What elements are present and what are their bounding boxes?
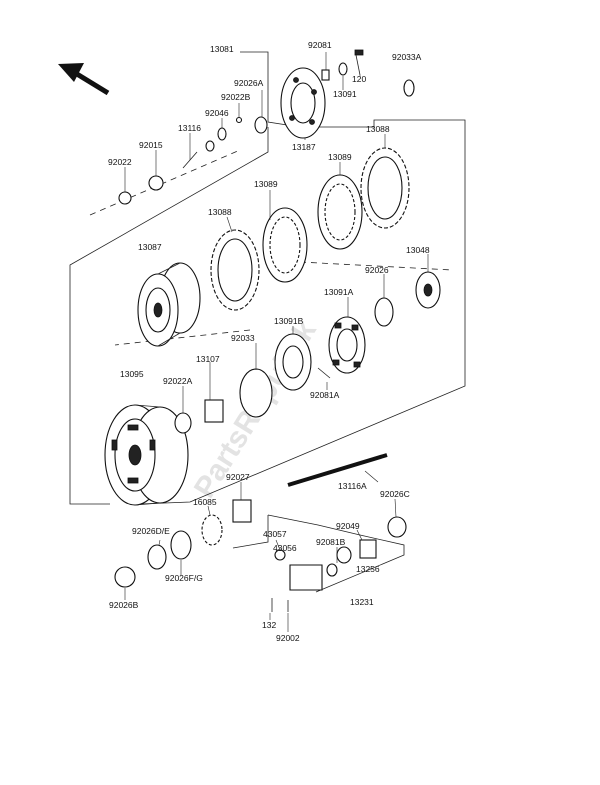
label-92081A: 92081A xyxy=(310,390,340,400)
label-13107: 13107 xyxy=(196,354,220,364)
label-92022B: 92022B xyxy=(221,92,251,102)
label-13087: 13087 xyxy=(138,242,162,252)
label-13088-right: 13088 xyxy=(366,124,390,134)
label-13088-left: 13088 xyxy=(208,207,232,217)
label-16085: 16085 xyxy=(193,497,217,507)
label-92049: 92049 xyxy=(336,521,360,531)
label-120: 120 xyxy=(352,74,366,84)
label-132: 132 xyxy=(262,620,276,630)
front-direction-arrow-icon xyxy=(58,63,110,96)
label-13089-right: 13089 xyxy=(328,152,352,162)
label-43056: 43056 xyxy=(273,543,297,553)
label-92081: 92081 xyxy=(308,40,332,50)
leader-lines xyxy=(124,52,429,632)
assembly-frame xyxy=(69,51,466,593)
friction-plate-13088-right xyxy=(360,147,410,229)
label-92026C: 92026C xyxy=(380,489,410,499)
spring-plate-13091B xyxy=(274,333,331,391)
label-92026: 92026 xyxy=(365,265,389,275)
steel-plate-13089-left xyxy=(262,207,308,283)
label-13091B: 13091B xyxy=(274,316,304,326)
label-92033: 92033 xyxy=(231,333,255,343)
label-13231: 13231 xyxy=(350,597,374,607)
label-13116: 13116 xyxy=(178,123,201,133)
label-43057: 43057 xyxy=(263,529,287,539)
label-13081: 13081 xyxy=(210,44,234,54)
steel-plate-13089-right xyxy=(317,174,363,250)
lifter-13048 xyxy=(374,271,441,327)
spring-plate-13091A xyxy=(328,316,366,374)
label-92026A: 92026A xyxy=(234,78,264,88)
label-13089-left: 13089 xyxy=(254,179,278,189)
label-92026FG: 92026F/G xyxy=(165,573,203,583)
label-92033A: 92033A xyxy=(392,52,422,62)
clutch-housing-13095 xyxy=(104,404,189,506)
collar-13107 xyxy=(174,399,224,434)
label-92002: 92002 xyxy=(276,633,300,643)
circlip-92033 xyxy=(239,368,273,418)
label-92026DE: 92026D/E xyxy=(132,526,170,536)
lower-parts xyxy=(114,499,407,612)
label-92027: 92027 xyxy=(226,472,250,482)
label-92022A: 92022A xyxy=(163,376,193,386)
push-rod-13116A xyxy=(287,453,388,487)
label-92026B: 92026B xyxy=(109,600,139,610)
clutch-hub-13087 xyxy=(137,262,201,347)
label-13091: 13091 xyxy=(333,89,357,99)
label-13095: 13095 xyxy=(120,369,144,379)
pressure-plate-13187 xyxy=(280,67,326,139)
label-92046: 92046 xyxy=(205,108,229,118)
friction-plate-13088-left xyxy=(210,229,260,311)
label-13091A: 13091A xyxy=(324,287,354,297)
label-13256: 13256 xyxy=(356,564,380,574)
label-92081B: 92081B xyxy=(316,537,346,547)
label-13048: 13048 xyxy=(406,245,430,255)
label-13187: 13187 xyxy=(292,142,316,152)
label-92022: 92022 xyxy=(108,157,132,167)
label-92015: 92015 xyxy=(139,140,163,150)
label-13116A: 13116A xyxy=(338,481,367,491)
